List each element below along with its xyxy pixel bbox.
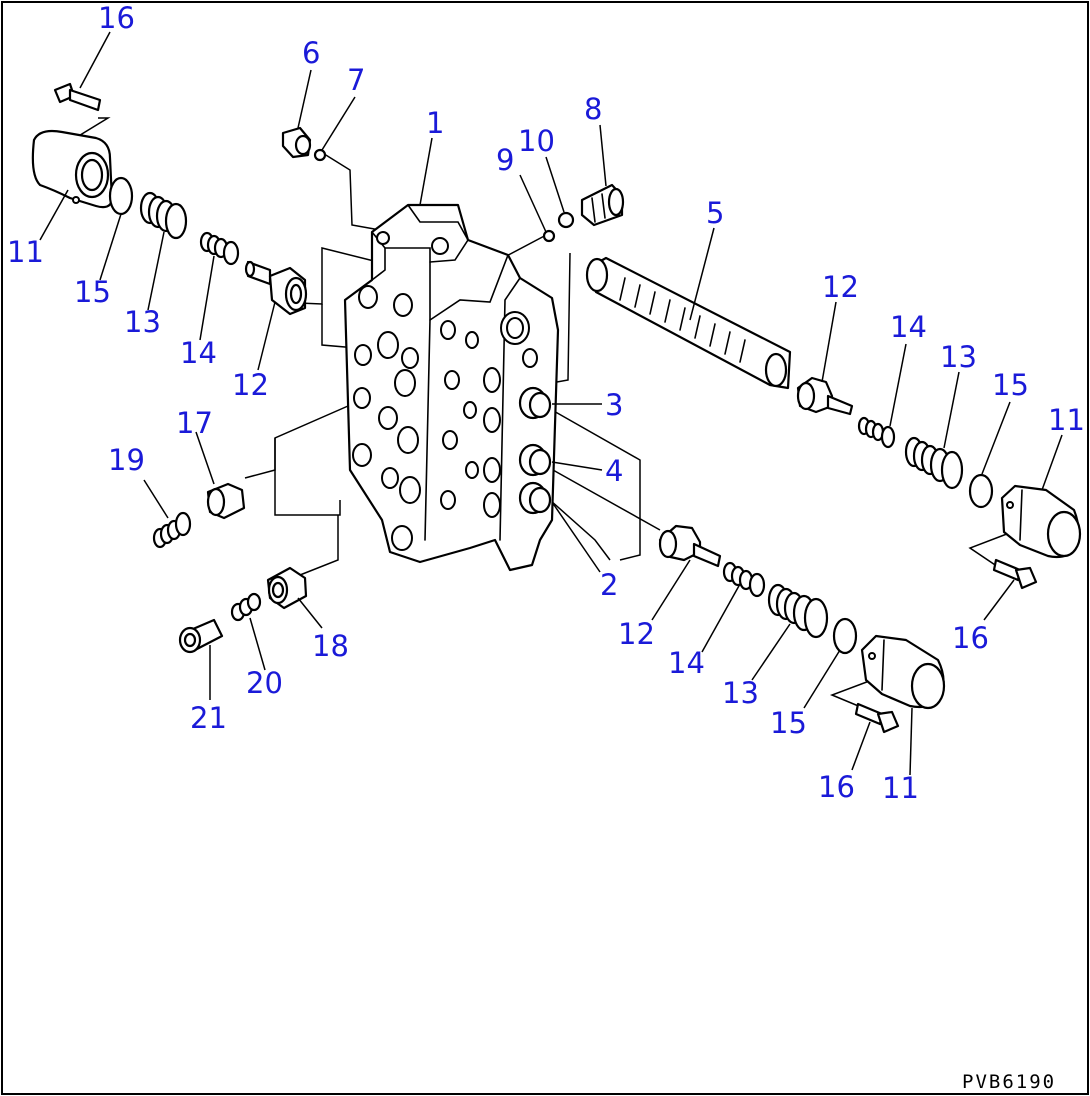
callout-21: 21 xyxy=(190,701,227,735)
spool xyxy=(585,256,792,390)
cover-11-right-bottom xyxy=(860,634,946,710)
callout-11-top-left: 11 xyxy=(7,235,44,269)
callout-12-right-top: 12 xyxy=(822,270,859,304)
valve-body xyxy=(343,203,560,572)
spring-20 xyxy=(230,592,262,622)
o-ring-9 xyxy=(542,229,556,243)
o-ring-15-right-bottom xyxy=(832,617,858,655)
retainer-12-right-top xyxy=(796,376,854,416)
callout-12-right-bottom: 12 xyxy=(618,617,655,651)
bolt-16-top-left xyxy=(53,82,102,112)
plug-4 xyxy=(518,443,552,477)
callout-7: 7 xyxy=(347,63,365,97)
callout-17: 17 xyxy=(176,406,213,440)
retainer-12-left xyxy=(244,260,308,316)
callout-13-top-left: 13 xyxy=(124,305,161,339)
plug-3 xyxy=(518,386,552,420)
body-ports xyxy=(352,231,538,551)
spring-14-right-bottom xyxy=(722,561,766,598)
callout-1: 1 xyxy=(426,106,444,140)
callout-20: 20 xyxy=(246,666,283,700)
callout-13-right-bottom: 13 xyxy=(722,676,759,710)
callout-13-right-top: 13 xyxy=(940,340,977,374)
callout-11-right-bottom: 11 xyxy=(882,771,919,805)
o-ring-7 xyxy=(313,148,327,162)
drawing-code: PVB6190 xyxy=(962,1071,1056,1093)
bolt-16-right-top xyxy=(992,558,1038,590)
callout-2: 2 xyxy=(600,568,618,602)
callout-15-right-top: 15 xyxy=(992,368,1029,402)
spring-13-right-bottom xyxy=(767,583,829,639)
callout-14-right-bottom: 14 xyxy=(668,646,705,680)
callout-12-left: 12 xyxy=(232,368,269,402)
callout-15-right-bottom: 15 xyxy=(770,706,807,740)
callout-9: 9 xyxy=(496,143,514,177)
spring-14-right-top xyxy=(857,416,896,449)
callout-labels: 1 2 3 4 5 6 7 8 9 10 11 11 11 12 12 12 1… xyxy=(7,1,1085,805)
spring-14-top-left xyxy=(199,231,240,266)
callout-3: 3 xyxy=(605,388,623,422)
callout-11-right-top: 11 xyxy=(1048,403,1085,437)
plug-6 xyxy=(281,126,312,159)
plug-8 xyxy=(580,183,625,227)
spring-13-top-left xyxy=(139,191,188,240)
o-ring-15-top-left xyxy=(108,176,134,216)
callout-14-right-top: 14 xyxy=(890,310,927,344)
callout-8: 8 xyxy=(584,92,602,126)
callout-14-top-left: 14 xyxy=(180,336,217,370)
retainer-12-right-bottom xyxy=(658,524,722,568)
callout-6: 6 xyxy=(302,36,320,70)
bolt-16-right-bottom xyxy=(854,702,900,734)
plug-18 xyxy=(266,566,308,610)
o-ring-15-right-top xyxy=(968,473,994,509)
callout-15-top-left: 15 xyxy=(74,275,111,309)
callout-4: 4 xyxy=(605,454,623,488)
callout-16-top-left: 16 xyxy=(98,1,135,35)
callout-18: 18 xyxy=(312,629,349,663)
cover-11-right-top xyxy=(1000,484,1082,559)
plug-17 xyxy=(206,482,246,520)
spring-19 xyxy=(152,511,192,549)
plug-21 xyxy=(178,618,224,654)
callout-19: 19 xyxy=(108,443,145,477)
callout-pointers xyxy=(39,31,1063,776)
spring-13-right-top xyxy=(904,436,964,490)
callout-10: 10 xyxy=(518,124,555,158)
callout-5: 5 xyxy=(706,196,724,230)
callout-16-right-top: 16 xyxy=(952,621,989,655)
cover-11-top-left xyxy=(31,129,114,209)
washer-10 xyxy=(557,211,575,229)
callout-16-right-bottom: 16 xyxy=(818,770,855,804)
plug-2 xyxy=(518,481,552,515)
